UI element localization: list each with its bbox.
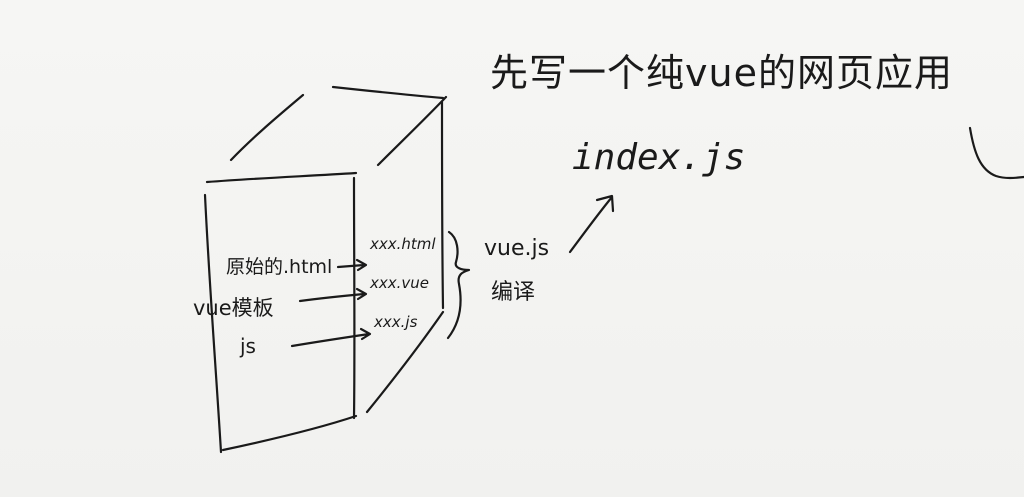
outputs-brace [446,230,471,340]
compiler-action-label: 编译 [491,280,536,305]
box-right-back-edge [440,100,445,310]
page-heading: 先写一个纯vue的网页应用 [490,51,953,95]
source-html-label: 原始的.html [226,256,333,278]
right-edge-partial-stroke [968,126,1024,180]
arrow-js-to-xxx-js [290,327,372,348]
output-file-label: index.js [572,137,746,178]
box-top-back-edge [331,85,445,100]
output-vue-label: xxx.vue [370,274,430,292]
arrow-compiler-to-index [568,194,615,254]
output-js-label: xxx.js [374,313,418,331]
arrow-template-to-xxx-vue [298,287,368,303]
source-template-label: vue模板 [193,296,274,320]
box-front-top-edge [205,171,358,184]
box-top-back-right-edge [376,95,448,167]
box-right-bottom-edge [365,310,445,414]
output-html-label: xxx.html [370,235,436,253]
arrow-html-to-xxx-html [336,258,368,272]
compiler-name-label: vue.js [484,236,550,261]
box-front-bottom-edge [221,414,358,452]
box-top-back-left-edge [229,93,305,162]
source-js-label: js [240,334,256,358]
box-front-left-edge [203,193,223,454]
